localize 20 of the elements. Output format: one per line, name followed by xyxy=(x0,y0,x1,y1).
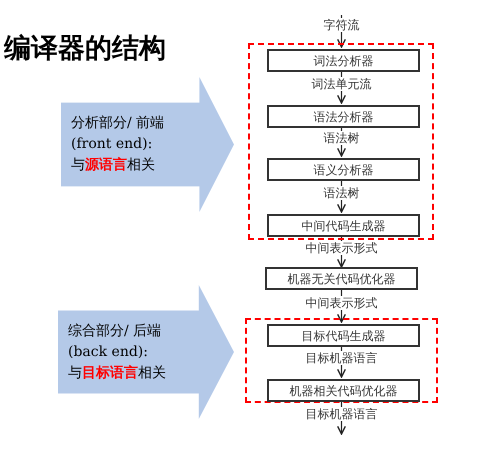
process-box: 词法分析器 xyxy=(267,49,420,72)
block-arrow xyxy=(61,77,234,212)
arrow-text: 分析部分/ 前端(front end): 与源语言相关 xyxy=(71,114,166,175)
edge-label: 语法树 xyxy=(322,131,362,145)
process-box: 机器无关代码优化器 xyxy=(265,267,418,290)
dashed-group-box xyxy=(245,318,438,403)
title: 编译器的结构 xyxy=(4,32,166,65)
edge-label: 词法单元流 xyxy=(310,76,374,90)
process-box: 机器相关代码优化器 xyxy=(267,379,420,402)
dashed-group-box xyxy=(248,43,434,240)
edge-label: 字符流 xyxy=(322,18,362,32)
process-box: 中间代码生成器 xyxy=(267,214,420,237)
edge-label: 语法树 xyxy=(322,186,362,200)
block-arrow xyxy=(58,285,234,419)
arrow-text: 综合部分/ 后端(back end): 与目标语言相关 xyxy=(68,322,167,383)
process-box: 语义分析器 xyxy=(267,158,420,181)
process-box: 目标代码生成器 xyxy=(267,324,420,347)
edge-label: 中间表示形式 xyxy=(304,241,380,255)
edge-label: 中间表示形式 xyxy=(304,296,380,310)
process-box: 语法分析器 xyxy=(267,105,420,128)
